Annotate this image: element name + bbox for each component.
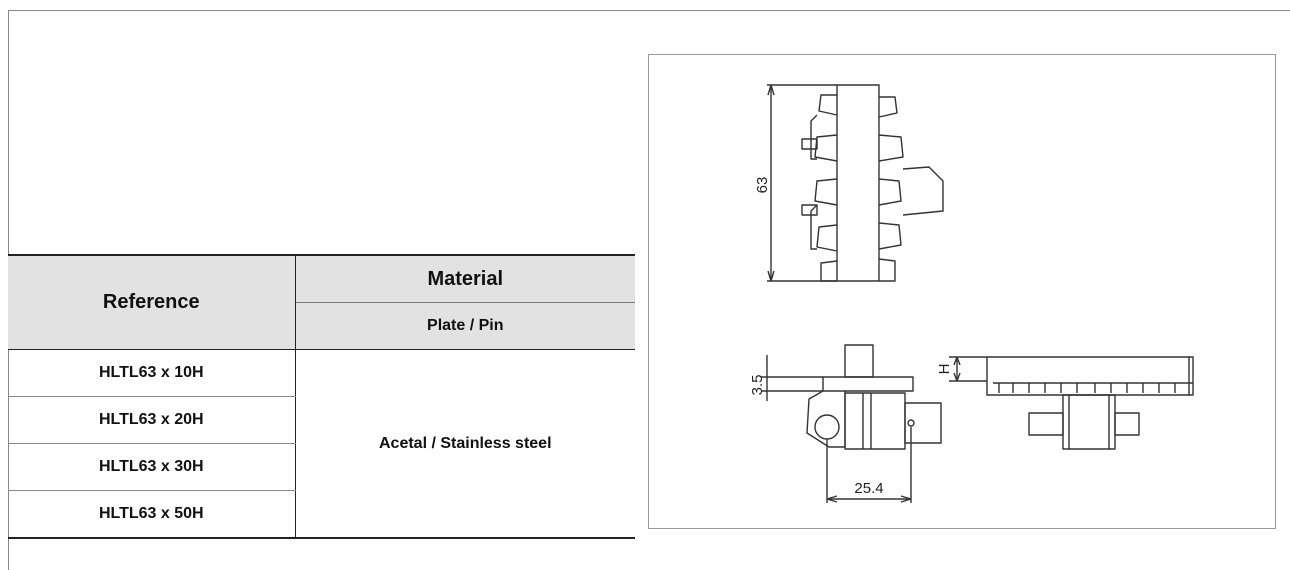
front-view — [986, 356, 1194, 450]
header-plate-pin: Plate / Pin — [295, 302, 635, 350]
table-row-reference: HLTL63 x 10H — [8, 349, 296, 397]
label-63: 63 — [754, 177, 771, 194]
table-row-reference: HLTL63 x 50H — [8, 490, 296, 539]
top-view-link — [801, 84, 944, 282]
label-3-5: 3.5 — [749, 375, 766, 396]
technical-drawing: 63 3.5 25.4 H — [648, 54, 1276, 529]
label-h: H — [936, 364, 953, 375]
table-row-reference: HLTL63 x 20H — [8, 396, 296, 444]
table-row-reference: HLTL63 x 30H — [8, 443, 296, 491]
dimension-h — [949, 356, 987, 382]
spec-table: Reference Material Plate / Pin HLTL63 x … — [8, 254, 635, 539]
material-value: Acetal / Stainless steel — [295, 349, 635, 539]
label-25-4: 25.4 — [854, 480, 883, 497]
header-reference: Reference — [8, 254, 296, 350]
dimension-25-4 — [826, 427, 912, 503]
dimension-3-5 — [761, 355, 823, 401]
side-view — [806, 344, 942, 450]
drawing-svg: 63 3.5 25.4 H — [749, 84, 1194, 503]
dimension-63 — [767, 84, 837, 282]
header-material: Material — [295, 254, 635, 303]
